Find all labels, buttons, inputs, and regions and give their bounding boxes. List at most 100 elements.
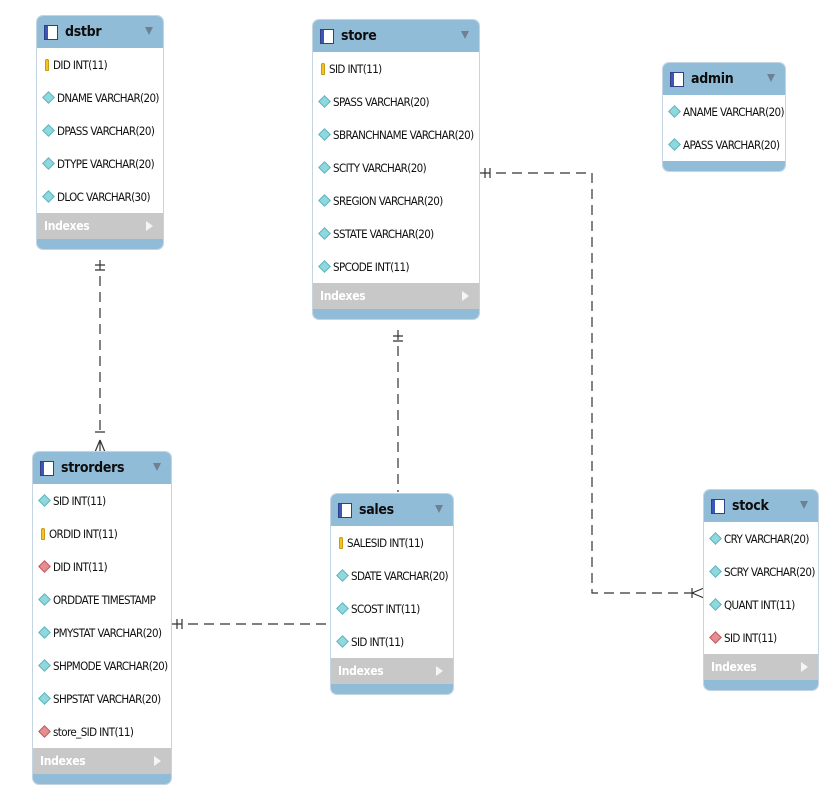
column-label: SID INT(11) — [724, 630, 777, 645]
column-row[interactable]: APASS VARCHAR(20) — [663, 128, 785, 161]
indexes-section[interactable]: Indexes — [331, 658, 453, 684]
relationship-store-sales[interactable] — [393, 330, 403, 492]
table-header[interactable]: sales — [331, 494, 453, 526]
column-row[interactable]: SCRY VARCHAR(20) — [704, 555, 818, 588]
column-label: SSTATE VARCHAR(20) — [333, 226, 434, 241]
column-row[interactable]: SBRANCHNAME VARCHAR(20) — [313, 118, 479, 151]
column-row[interactable]: SCITY VARCHAR(20) — [313, 151, 479, 184]
table-name: strorders — [61, 460, 125, 476]
table-admin[interactable]: admin ANAME VARCHAR(20) APASS VARCHAR(20… — [663, 63, 785, 171]
column-row[interactable]: DID INT(11) — [33, 550, 171, 583]
table-sales[interactable]: sales SALESID INT(11) SDATE VARCHAR(20) … — [331, 494, 453, 694]
column-row[interactable]: DID INT(11) — [37, 48, 163, 81]
column-icon — [336, 569, 349, 582]
column-row[interactable]: SCOST INT(11) — [331, 592, 453, 625]
column-row[interactable]: SPASS VARCHAR(20) — [313, 85, 479, 118]
table-icon — [711, 498, 725, 514]
column-list: SID INT(11) ORDID INT(11) DID INT(11) OR… — [33, 484, 171, 748]
table-header[interactable]: strorders — [33, 452, 171, 484]
column-list: CRY VARCHAR(20) SCRY VARCHAR(20) QUANT I… — [704, 522, 818, 654]
relationship-dstbr-strorders[interactable] — [94, 260, 106, 453]
column-label: ORDID INT(11) — [49, 526, 118, 541]
table-name: sales — [359, 502, 394, 518]
column-label: DPASS VARCHAR(20) — [57, 123, 155, 138]
column-row[interactable]: SID INT(11) — [331, 625, 453, 658]
relationship-strorders-sales[interactable] — [172, 619, 330, 629]
table-dstbr[interactable]: dstbr DID INT(11) DNAME VARCHAR(20) DPAS… — [37, 16, 163, 249]
column-row[interactable]: ANAME VARCHAR(20) — [663, 95, 785, 128]
column-label: SID INT(11) — [53, 493, 106, 508]
collapse-arrow-icon[interactable] — [145, 27, 153, 35]
table-footer — [33, 774, 171, 784]
column-row[interactable]: DPASS VARCHAR(20) — [37, 114, 163, 147]
column-row[interactable]: DLOC VARCHAR(30) — [37, 180, 163, 213]
collapse-arrow-icon[interactable] — [153, 463, 161, 471]
column-row[interactable]: SSTATE VARCHAR(20) — [313, 217, 479, 250]
column-row[interactable]: SID INT(11) — [704, 621, 818, 654]
table-icon — [320, 28, 334, 44]
column-row[interactable]: SID INT(11) — [313, 52, 479, 85]
column-row[interactable]: ORDDATE TIMESTAMP — [33, 583, 171, 616]
column-icon — [318, 194, 331, 207]
collapse-arrow-icon[interactable] — [435, 505, 443, 513]
column-row[interactable]: CRY VARCHAR(20) — [704, 522, 818, 555]
column-row[interactable]: ORDID INT(11) — [33, 517, 171, 550]
indexes-section[interactable]: Indexes — [33, 748, 171, 774]
column-row[interactable]: SHPSTAT VARCHAR(20) — [33, 682, 171, 715]
table-footer — [313, 309, 479, 319]
column-icon — [38, 593, 51, 606]
table-header[interactable]: store — [313, 20, 479, 52]
column-label: SHPMODE VARCHAR(20) — [53, 658, 168, 673]
column-row[interactable]: QUANT INT(11) — [704, 588, 818, 621]
table-name: store — [341, 28, 377, 44]
column-label: SID INT(11) — [329, 61, 382, 76]
column-row[interactable]: DTYPE VARCHAR(20) — [37, 147, 163, 180]
column-icon — [38, 494, 51, 507]
column-row[interactable]: SID INT(11) — [33, 484, 171, 517]
primary-key-icon — [339, 536, 343, 549]
expand-arrow-icon[interactable] — [146, 221, 153, 231]
indexes-section[interactable]: Indexes — [37, 213, 163, 239]
table-strorders[interactable]: strorders SID INT(11) ORDID INT(11) DID … — [33, 452, 171, 784]
column-row[interactable]: SDATE VARCHAR(20) — [331, 559, 453, 592]
column-row[interactable]: SPCODE INT(11) — [313, 250, 479, 283]
column-label: SBRANCHNAME VARCHAR(20) — [333, 127, 474, 142]
table-stock[interactable]: stock CRY VARCHAR(20) SCRY VARCHAR(20) Q… — [704, 490, 818, 690]
column-row[interactable]: SALESID INT(11) — [331, 526, 453, 559]
column-icon — [668, 105, 681, 118]
indexes-label: Indexes — [320, 289, 366, 303]
expand-arrow-icon[interactable] — [154, 756, 161, 766]
column-icon — [318, 95, 331, 108]
column-icon — [38, 626, 51, 639]
indexes-section[interactable]: Indexes — [704, 654, 818, 680]
expand-arrow-icon[interactable] — [436, 666, 443, 676]
relationship-store-stock[interactable] — [480, 168, 705, 599]
column-icon — [709, 598, 722, 611]
table-header[interactable]: stock — [704, 490, 818, 522]
indexes-label: Indexes — [711, 660, 757, 674]
table-icon — [338, 502, 352, 518]
column-label: SPCODE INT(11) — [333, 259, 410, 274]
collapse-arrow-icon[interactable] — [461, 31, 469, 39]
column-icon — [318, 128, 331, 141]
table-header[interactable]: dstbr — [37, 16, 163, 48]
expand-arrow-icon[interactable] — [462, 291, 469, 301]
column-label: DID INT(11) — [53, 559, 108, 574]
column-row[interactable]: DNAME VARCHAR(20) — [37, 81, 163, 114]
column-row[interactable]: PMYSTAT VARCHAR(20) — [33, 616, 171, 649]
collapse-arrow-icon[interactable] — [800, 501, 808, 509]
column-row[interactable]: SREGION VARCHAR(20) — [313, 184, 479, 217]
column-label: SCITY VARCHAR(20) — [333, 160, 427, 175]
table-store[interactable]: store SID INT(11) SPASS VARCHAR(20) SBRA… — [313, 20, 479, 319]
column-label: SID INT(11) — [351, 634, 404, 649]
column-icon — [318, 227, 331, 240]
collapse-arrow-icon[interactable] — [767, 74, 775, 82]
expand-arrow-icon[interactable] — [801, 662, 808, 672]
indexes-label: Indexes — [40, 754, 86, 768]
table-header[interactable]: admin — [663, 63, 785, 95]
column-row[interactable]: SHPMODE VARCHAR(20) — [33, 649, 171, 682]
column-label: SCOST INT(11) — [351, 601, 420, 616]
indexes-section[interactable]: Indexes — [313, 283, 479, 309]
column-row[interactable]: store_SID INT(11) — [33, 715, 171, 748]
